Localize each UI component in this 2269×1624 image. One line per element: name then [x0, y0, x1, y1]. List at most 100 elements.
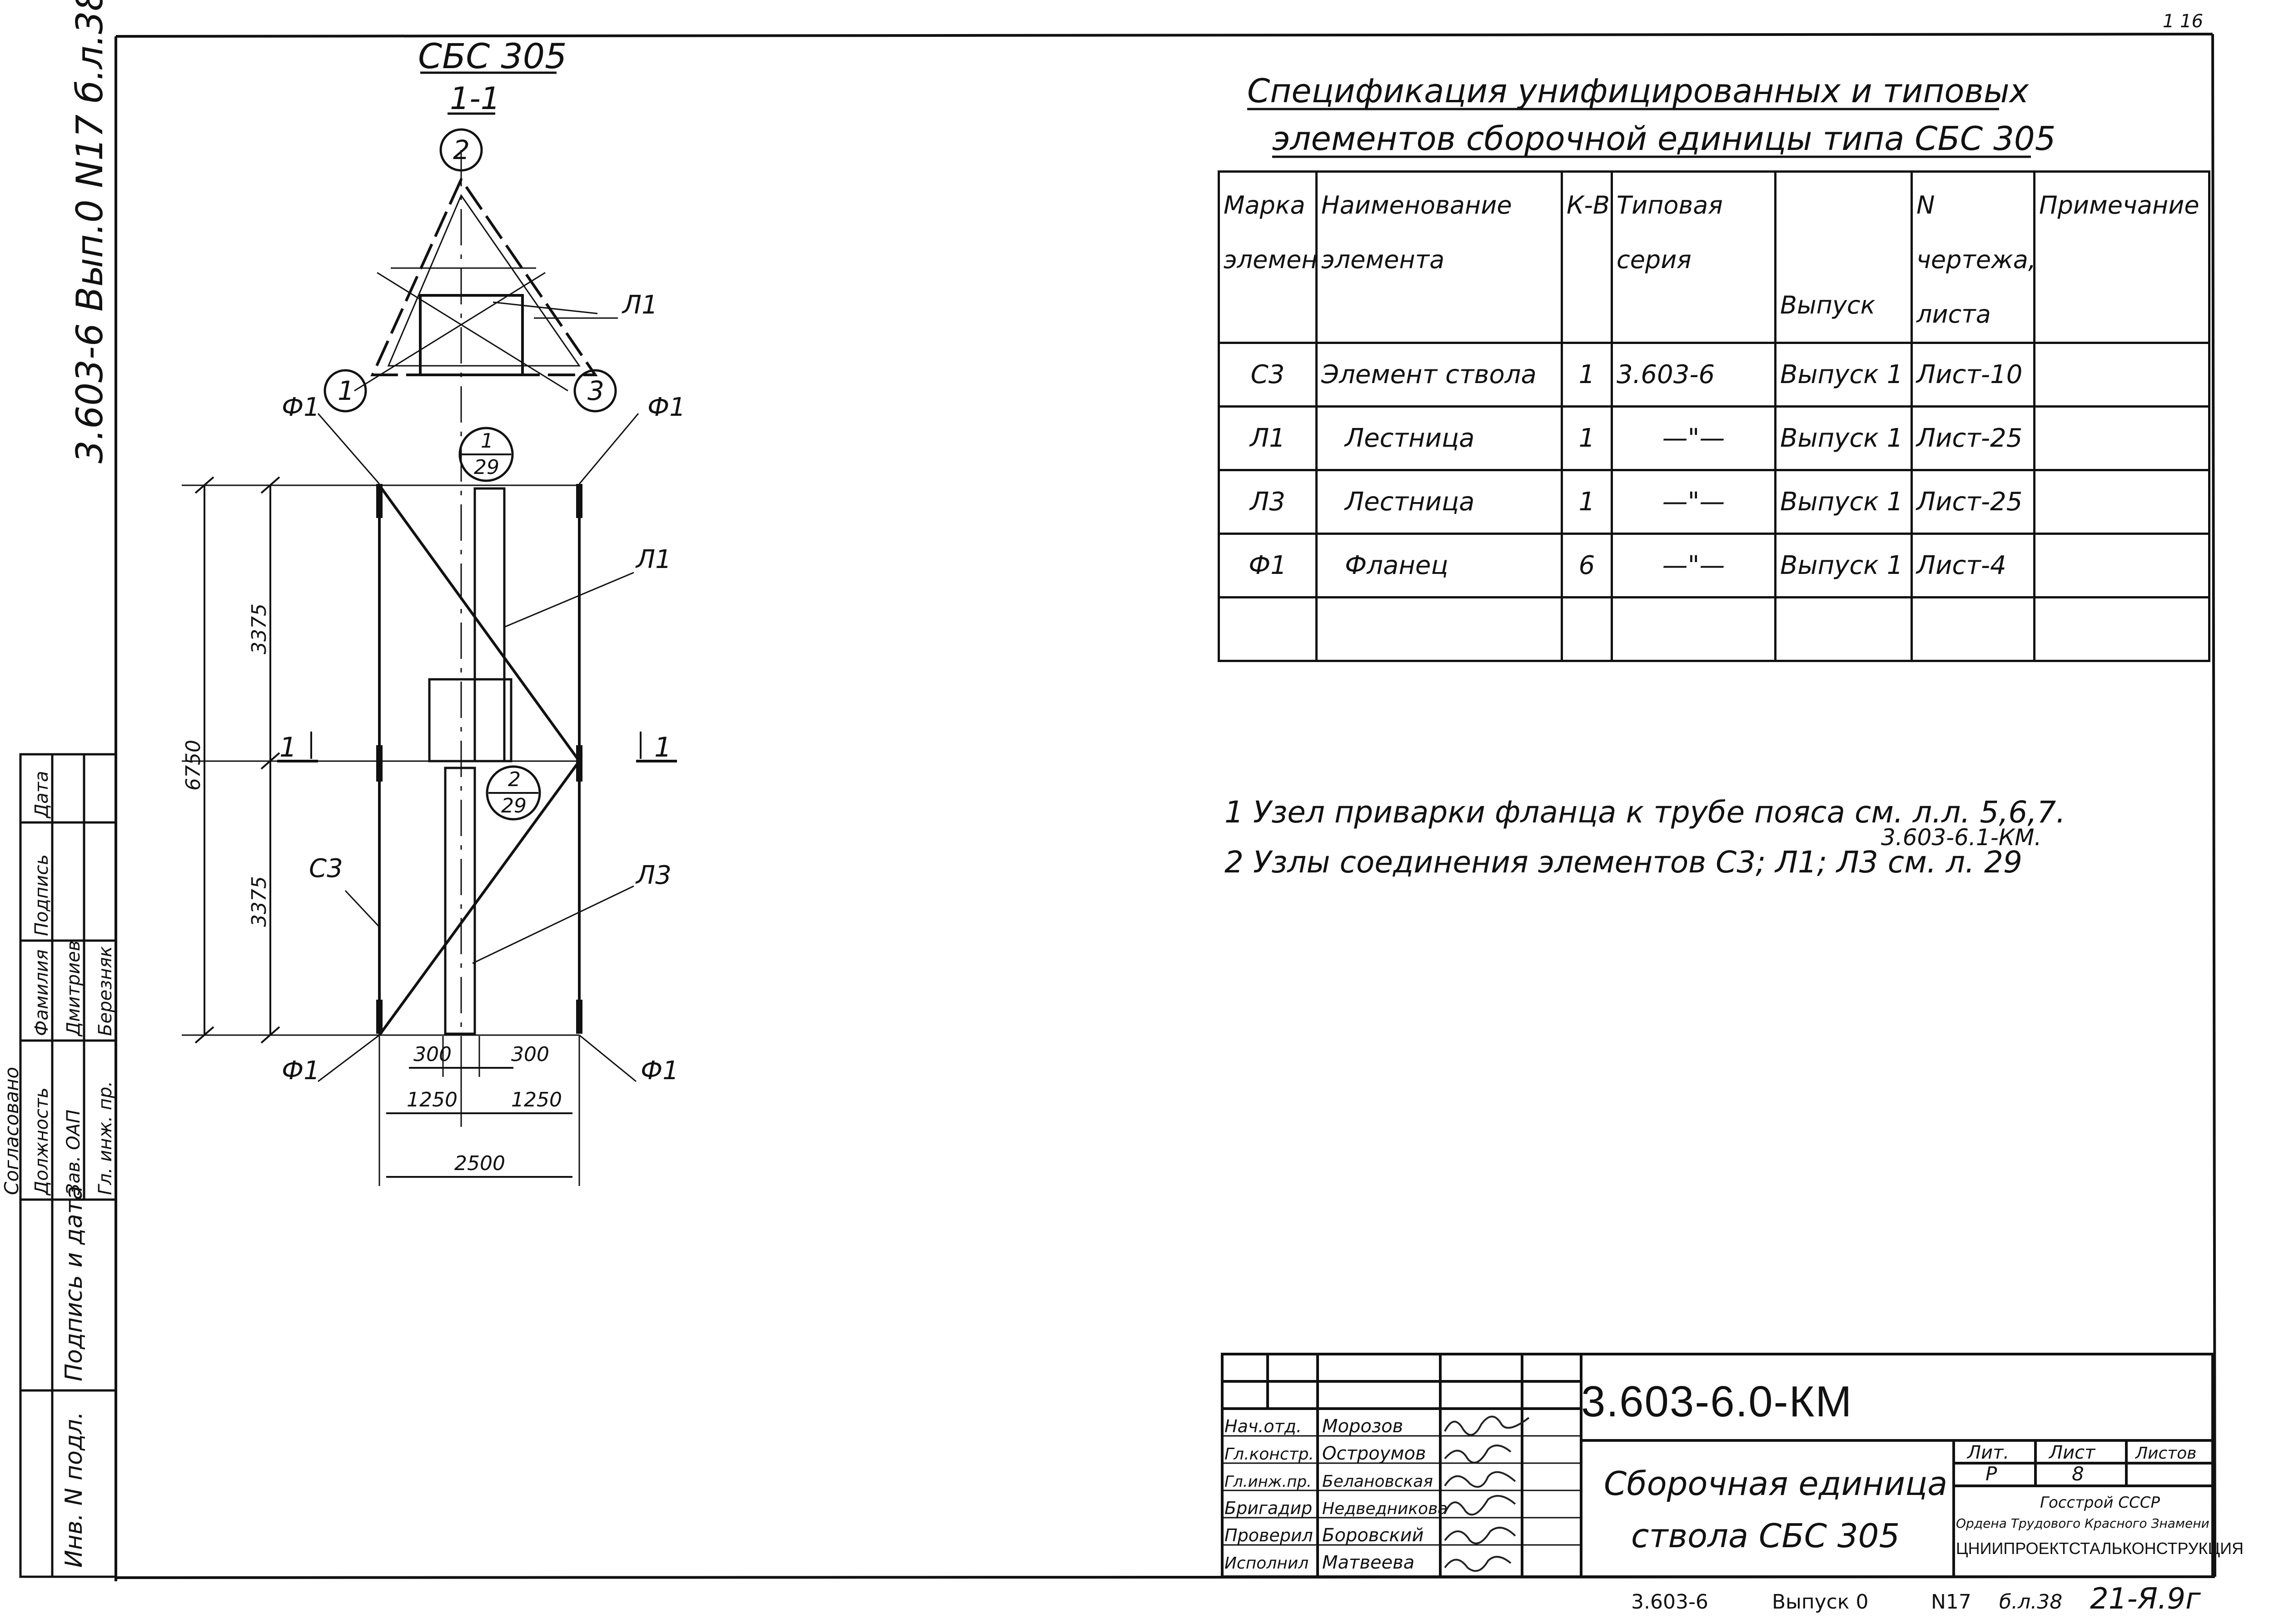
label-f1-br: Ф1 — [641, 1056, 679, 1086]
elevation-drawing — [182, 71, 677, 1186]
label-l3: Л3 — [635, 861, 672, 890]
detail-2-num: 2 — [508, 768, 521, 791]
dim-upper-height: 3375 — [248, 603, 271, 654]
dim-total-height: 6750 — [182, 740, 205, 791]
spec-cell-mark: Л1 — [1218, 405, 1318, 471]
spec-row: Ф1 Фланец 6 —"— Выпуск 1 Лист-4 — [1218, 533, 2210, 598]
note-2: 2 Узлы соединения элементов С3; Л1; Л3 с… — [1224, 845, 2022, 880]
spec-col-sheet: N чертежа, листа — [1911, 170, 2035, 344]
spec-cell-issue — [1774, 596, 1913, 662]
dim-half-right: 1250 — [511, 1088, 562, 1111]
spec-row: С3 Элемент ствола 1 3.603-6 Выпуск 1 Лис… — [1218, 342, 2210, 408]
person-role-1: Нач.отд. — [1224, 1416, 1302, 1436]
node-2-circle — [439, 128, 483, 172]
spec-cell-mark: Ф1 — [1218, 533, 1318, 598]
label-f1-bl: Ф1 — [282, 1056, 320, 1086]
spec-cell-name — [1315, 596, 1563, 662]
tb-lit-value: Р — [1985, 1463, 1997, 1485]
note-1: 1 Узел приварки фланца к трубе пояса см.… — [1224, 795, 2065, 830]
tb-sheet-label: Лист — [2048, 1442, 2096, 1463]
footer-series: 3.603-6 — [1631, 1590, 1708, 1614]
spec-col-name: Наименование элемента — [1315, 170, 1563, 344]
detail-2-circle — [486, 765, 541, 821]
stamp-sign-date: Подпись и дата — [60, 1186, 88, 1381]
detail-2-sheet: 29 — [501, 794, 527, 817]
person-name-3: Белановская — [1322, 1472, 1433, 1491]
tb-sheet-value: 8 — [2072, 1463, 2084, 1485]
cut-mark-right: 1 — [654, 732, 672, 763]
spec-cell-qty: 1 — [1561, 469, 1613, 535]
spec-cell-mark: Л3 — [1218, 469, 1318, 535]
spec-header-row: Марка элемента Наименование элемента К-В… — [1218, 170, 2210, 344]
label-l1-top: Л1 — [622, 290, 658, 320]
plan-triangle-inner — [387, 194, 581, 367]
spec-cell-issue: Выпуск 1 — [1774, 342, 1913, 408]
spec-table: Марка элемента Наименование элемента К-В… — [1218, 170, 2210, 662]
person-role-3: Гл.инж.пр. — [1224, 1473, 1312, 1491]
platform-block — [428, 678, 513, 762]
left-approval-stamp — [19, 753, 117, 1578]
label-l1-mid: Л1 — [635, 545, 672, 574]
person-name-2: Остроумов — [1322, 1443, 1426, 1464]
spec-cell-series: —"— — [1611, 405, 1776, 471]
spec-row-empty — [1218, 596, 2210, 662]
spec-cell-issue: Выпуск 1 — [1774, 533, 1913, 598]
footer-num: N17 — [1931, 1590, 1971, 1614]
tb-lit-label: Лит. — [1966, 1442, 2009, 1463]
spec-cell-qty: 1 — [1561, 342, 1613, 408]
dim-offset-left: 300 — [413, 1043, 452, 1066]
stamp-approval-header: Согласовано — [0, 1067, 23, 1195]
note-1-ref: 3.603-6.1-КМ. — [1881, 824, 2041, 851]
spec-cell-sheet: Лист-4 — [1911, 533, 2035, 598]
spec-cell-mark: С3 — [1218, 342, 1318, 408]
detail-1-sheet: 29 — [474, 456, 499, 479]
spec-cell-series: —"— — [1611, 533, 1776, 598]
spec-cell-name: Элемент ствола — [1315, 342, 1563, 408]
person-role-4: Бригадир — [1224, 1498, 1312, 1518]
person-name-6: Матвеева — [1322, 1552, 1414, 1573]
spec-title-line2: элементов сборочной единицы типа СБС 305 — [1272, 120, 2056, 158]
spec-cell-sheet: Лист-10 — [1911, 342, 2035, 408]
cut-mark-left: 1 — [279, 732, 297, 763]
label-c3: С3 — [309, 854, 343, 883]
tb-org-line3: ЦНИИПРОЕКТСТАЛЬКОНСТРУКЦИЯ — [1956, 1539, 2244, 1558]
spec-row: Л1 Лестница 1 —"— Выпуск 1 Лист-25 — [1218, 405, 2210, 471]
stamp-col-sign: Подпись — [31, 854, 52, 936]
spec-col-issue: Выпуск — [1774, 170, 1913, 344]
spec-cell-name: Лестница — [1315, 469, 1563, 535]
spec-cell-sheet — [1911, 596, 2035, 662]
node-1-circle — [323, 369, 367, 413]
title-block-people-lines — [1222, 1435, 1581, 1546]
stamp-r2-surname: Березняк — [95, 946, 116, 1036]
elevation-texts: СБС 305 1-1 2 1 3 1 29 2 29 Л1 Л1 Ф1 Ф1 … — [182, 36, 686, 1175]
plan-triangle — [370, 176, 598, 376]
spec-cell-name: Лестница — [1315, 405, 1563, 471]
label-f1-tr: Ф1 — [647, 393, 686, 422]
stamp-col-date: Дата — [31, 771, 52, 819]
spec-cell-series: 3.603-6 — [1611, 342, 1776, 408]
person-role-6: Исполнил — [1224, 1554, 1309, 1573]
footer-extra: 21-Я.9г — [2090, 1582, 2201, 1616]
drawing-mark: СБС 305 — [418, 36, 567, 76]
node-3-circle — [573, 369, 617, 413]
person-role-2: Гл.констр. — [1224, 1445, 1314, 1464]
stamp-inv-no: Инв. N подл. — [60, 1411, 88, 1568]
dim-width: 2500 — [454, 1152, 505, 1175]
spec-title-line1: Спецификация унифицированных и типовых — [1247, 72, 2030, 110]
person-role-5: Проверил — [1224, 1525, 1313, 1545]
tb-title-line1: Сборочная единица — [1604, 1465, 1947, 1503]
tb-drawing-code: 3.603-6.0-КМ — [1581, 1377, 1853, 1426]
tb-sheets-label: Листов — [2135, 1444, 2196, 1463]
stamp-r1-surname: Дмитриев — [63, 941, 84, 1037]
left-stamp-texts: Согласовано Должность Фамилия Подпись Да… — [0, 771, 116, 1568]
footer-issue: Выпуск 0 — [1772, 1590, 1868, 1614]
signatures — [1444, 1415, 1530, 1572]
spec-cell-sheet: Лист-25 — [1911, 469, 2035, 535]
spec-col-note: Примечание — [2033, 170, 2210, 344]
tb-org-line1: Госстрой СССР — [2040, 1494, 2160, 1512]
tb-title-line2: ствола СБС 305 — [1631, 1517, 1900, 1555]
stamp-col-position: Должность — [31, 1087, 52, 1196]
spec-col-series: Типовая серия — [1611, 170, 1776, 344]
section-label: 1-1 — [450, 81, 500, 117]
